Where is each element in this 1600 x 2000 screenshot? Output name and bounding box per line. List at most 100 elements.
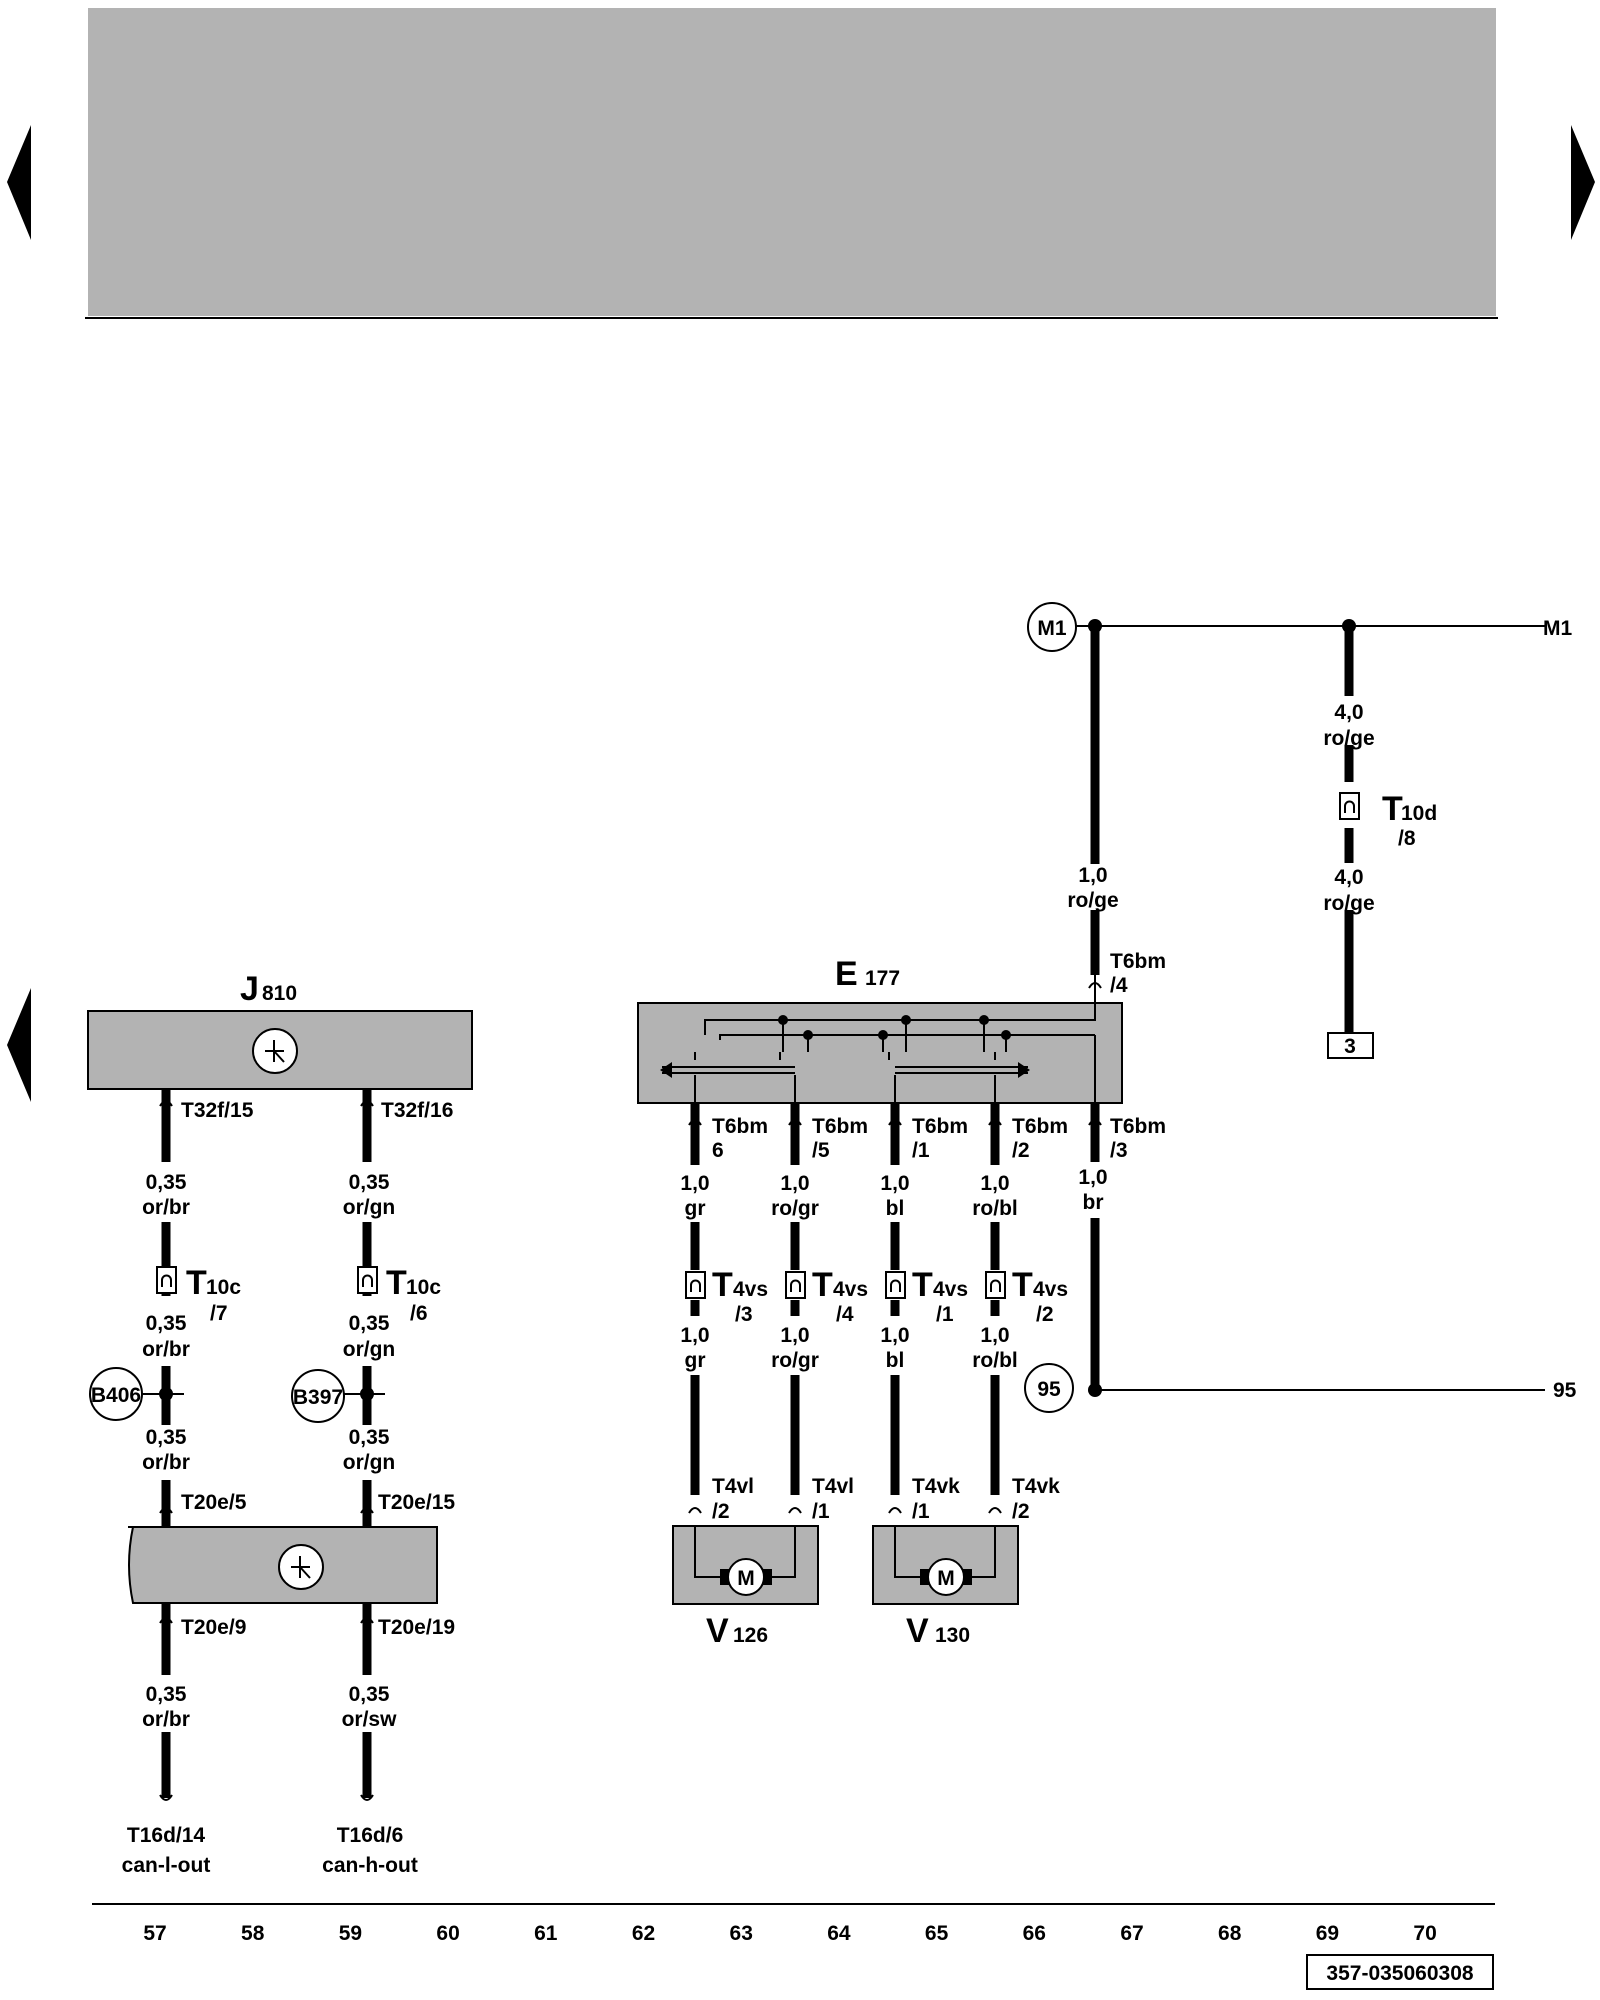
connector-pin: /8 <box>1398 827 1416 850</box>
pin-label: T32f/15 <box>181 1099 254 1122</box>
wire-label: 0,35 <box>146 1312 187 1335</box>
pin-label: T6bm <box>912 1115 968 1138</box>
wire-label: 4,0 <box>1334 866 1363 889</box>
wire-label: or/gn <box>343 1338 396 1361</box>
track-number: 61 <box>534 1922 558 1945</box>
wire-label: gr <box>685 1349 706 1372</box>
track-number: 70 <box>1413 1922 1436 1945</box>
connector-sub: 4vs <box>1033 1278 1068 1301</box>
can-h-pin: T16d/6 <box>337 1824 404 1847</box>
wire-label: or/gn <box>343 1451 396 1474</box>
wire-label: br <box>1083 1191 1104 1214</box>
pin-label: 6 <box>712 1139 724 1162</box>
connector-sub: 10c <box>206 1276 241 1299</box>
wire-label: or/br <box>142 1708 190 1731</box>
e177-output-wires <box>688 1103 1102 1514</box>
wire-label: 0,35 <box>146 1683 187 1706</box>
pin-label: /4 <box>1110 974 1128 997</box>
connector-name: T <box>386 1264 407 1302</box>
connector-name: T <box>186 1264 207 1302</box>
transistor-icon <box>252 1028 298 1074</box>
doc-id: 357-035060308 <box>1326 1962 1473 1985</box>
connector-name: T <box>912 1266 933 1304</box>
pin-label: T4vk <box>1012 1475 1060 1498</box>
next-page-icon[interactable] <box>1571 125 1595 240</box>
wire-label: 0,35 <box>349 1171 390 1194</box>
pin-label: T20e/19 <box>378 1616 455 1639</box>
j810-sub: 810 <box>262 982 297 1005</box>
track-number: 57 <box>143 1922 166 1945</box>
e177-name: E <box>835 955 858 993</box>
connector-pin: /7 <box>210 1302 228 1325</box>
connector-pin: /4 <box>836 1303 854 1326</box>
wire-label: 0,35 <box>146 1171 187 1194</box>
ref-box-3-label: 3 <box>1344 1035 1356 1058</box>
wire-label: ro/bl <box>972 1349 1018 1372</box>
ref-95-label: 95 <box>1037 1378 1061 1401</box>
v130-name: V <box>906 1612 929 1650</box>
track-number: 66 <box>1023 1922 1046 1945</box>
connector-name: T <box>1012 1266 1033 1304</box>
pin-label: T4vl <box>712 1475 754 1498</box>
pin-label: T6bm <box>1012 1115 1068 1138</box>
connector-pin: /6 <box>410 1302 428 1325</box>
ref-b397-label: B397 <box>293 1386 343 1409</box>
connector-pin: /3 <box>735 1303 753 1326</box>
can-l-name: can-l-out <box>122 1854 211 1877</box>
wire-label: 1,0 <box>980 1324 1009 1347</box>
wire-label: 1,0 <box>680 1324 709 1347</box>
connector-name: T <box>712 1266 733 1304</box>
svg-text:M: M <box>737 1567 755 1590</box>
pin-label: T4vk <box>912 1475 960 1498</box>
wire-label: bl <box>886 1349 905 1372</box>
connector-sub: 4vs <box>833 1278 868 1301</box>
n95-rail: 95 95 <box>1024 1363 1577 1413</box>
wire-label: 1,0 <box>1078 1166 1107 1189</box>
wire-label: ro/ge <box>1067 889 1118 912</box>
pin-label: T6bm <box>812 1115 868 1138</box>
wire-label: 1,0 <box>780 1324 809 1347</box>
wire-label: ro/gr <box>771 1197 819 1220</box>
v130-sub: 130 <box>935 1624 970 1647</box>
wire-label: ro/ge <box>1323 892 1374 915</box>
pin-label: /1 <box>912 1139 930 1162</box>
wire-label: or/br <box>142 1338 190 1361</box>
can-l-pin: T16d/14 <box>127 1824 206 1847</box>
t10d-connector-icon <box>1339 792 1360 820</box>
track-number: 68 <box>1218 1922 1242 1945</box>
track-number: 58 <box>241 1922 265 1945</box>
pin-label: /1 <box>912 1500 930 1523</box>
wire-label: 1,0 <box>1078 864 1107 887</box>
prev-section-icon[interactable] <box>7 988 31 1102</box>
ref-b397-circle <box>291 1369 345 1423</box>
wire-label: 0,35 <box>349 1683 390 1706</box>
pin-label: /2 <box>712 1500 730 1523</box>
pin-label: T20e/5 <box>181 1491 247 1514</box>
track-number: 69 <box>1316 1922 1339 1945</box>
pin-label: T20e/15 <box>378 1491 455 1514</box>
pin-label: T6bm <box>1110 950 1166 973</box>
connector-sub: 10c <box>406 1276 441 1299</box>
wire-label: or/br <box>142 1451 190 1474</box>
wire-label: 0,35 <box>349 1312 390 1335</box>
wire-label: bl <box>886 1197 905 1220</box>
wire-label: 1,0 <box>980 1172 1009 1195</box>
svg-text:M: M <box>937 1567 955 1590</box>
wire-label: or/sw <box>342 1708 398 1731</box>
motor-icon: M <box>894 1526 996 1596</box>
pin-label: /1 <box>812 1500 830 1523</box>
pin-label: /2 <box>1012 1139 1030 1162</box>
e177-switch <box>637 1002 1123 1104</box>
wire-label: gr <box>685 1197 706 1220</box>
prev-page-icon[interactable] <box>7 125 31 240</box>
t4vs-connector-icons <box>685 1271 1006 1299</box>
wire-label: or/br <box>142 1196 190 1219</box>
doc-id-box <box>1306 1954 1494 1990</box>
track-number: 64 <box>827 1922 851 1945</box>
connector-name: T <box>1382 790 1403 828</box>
connector-pin: /2 <box>1036 1303 1054 1326</box>
track-number: 63 <box>730 1922 753 1945</box>
wire-label: ro/bl <box>972 1197 1018 1220</box>
